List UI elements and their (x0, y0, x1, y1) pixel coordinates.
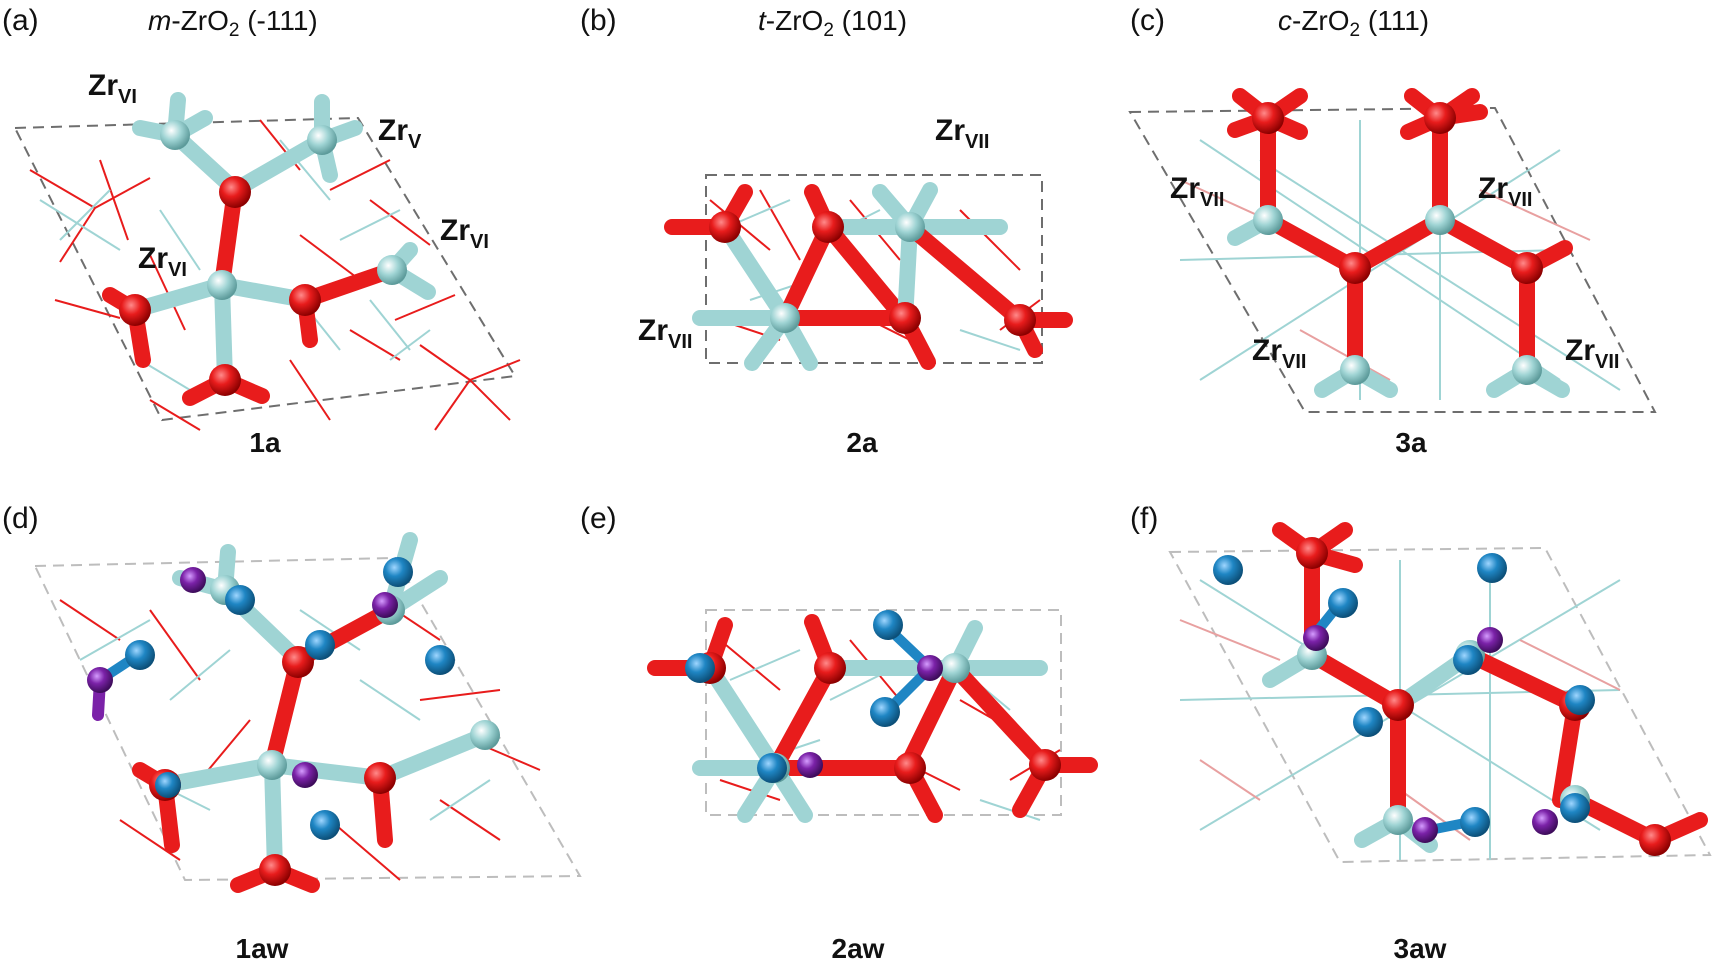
unit-cell (1128, 106, 1657, 413)
zr-label: ZrVI (138, 242, 187, 281)
atoms (1213, 537, 1671, 856)
title-prefix: m (148, 5, 171, 36)
title-suffix: (-111) (239, 5, 317, 36)
zr-label: ZrVII (1170, 172, 1224, 211)
panel-title: c-ZrO2 (111) (1278, 5, 1429, 41)
atoms (119, 120, 407, 396)
background-lattice (29, 119, 521, 431)
unit-cell (705, 174, 1043, 364)
unit-cell (1168, 546, 1712, 864)
unit-cell (705, 609, 1062, 816)
zr-label: ZrVII (1478, 172, 1532, 211)
zr-label: ZrV (378, 114, 422, 153)
panel-label: (b) (580, 4, 617, 37)
zr-label: ZrVII (1565, 334, 1619, 373)
zr-label: ZrVI (88, 69, 137, 108)
zr-site-labels: ZrVII ZrVII (638, 114, 989, 353)
atoms (709, 211, 1036, 336)
panel-caption: 1a (249, 427, 281, 458)
zr-site-labels: ZrVI ZrV ZrVI ZrVI (88, 69, 489, 281)
panel-caption: 2aw (832, 933, 885, 964)
panel-label: (a) (2, 4, 39, 37)
zr-label: ZrVII (1252, 334, 1306, 373)
panel-label: (e) (580, 502, 617, 535)
zr-site-labels: ZrVII ZrVII ZrVII ZrVII (1170, 172, 1619, 373)
zr-label: ZrVII (638, 314, 692, 353)
panel-label: (d) (2, 502, 39, 535)
panel-c: (c) c-ZrO2 (111) (1128, 4, 1657, 458)
panel-caption: 3aw (1394, 933, 1447, 964)
panel-e: (e) (580, 502, 1098, 964)
atoms (685, 610, 1061, 784)
panel-label: (c) (1130, 4, 1165, 37)
title-formula: -ZrO (171, 5, 229, 36)
panel-d: (d) (2, 502, 582, 964)
panel-title: m-ZrO2 (-111) (148, 5, 318, 41)
panel-b: (b) t-ZrO2 (101) (580, 4, 1073, 458)
unit-cell (13, 116, 517, 422)
bond-network (92, 532, 493, 893)
panel-title: t-ZrO2 (101) (758, 5, 907, 41)
title-subscript: 2 (229, 20, 240, 41)
panel-a: (a) m-ZrO2 (-111) (2, 4, 521, 458)
panel-caption: 2a (846, 427, 878, 458)
panel-f: (f) (1130, 502, 1712, 964)
zr-label: ZrVII (935, 114, 989, 153)
panel-caption: 3a (1395, 427, 1427, 458)
bond-network (1227, 88, 1573, 398)
panel-label: (f) (1130, 502, 1158, 535)
unit-cell (33, 556, 582, 882)
zr-label: ZrVI (440, 214, 489, 253)
panel-caption: 1aw (236, 933, 289, 964)
atoms (87, 557, 500, 886)
atoms (1252, 102, 1543, 385)
